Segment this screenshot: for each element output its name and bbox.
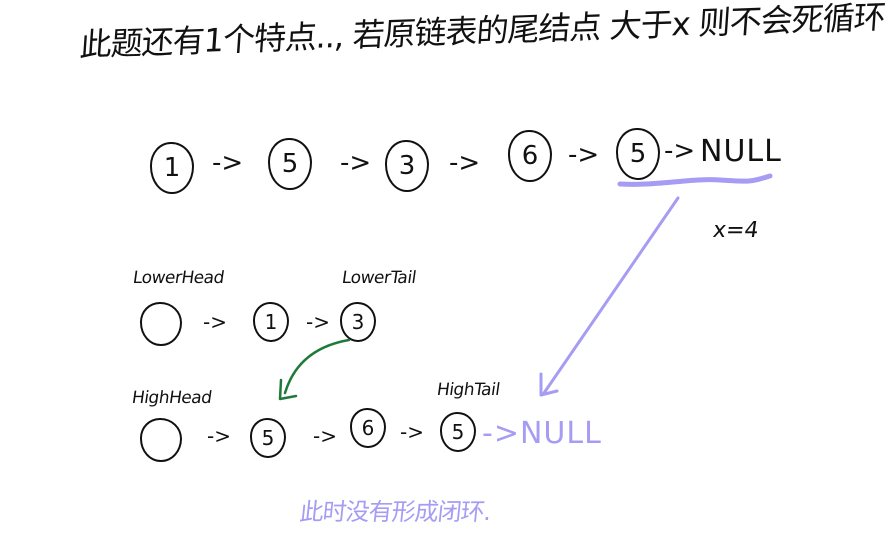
node-value: 6 — [521, 141, 539, 171]
node-value: 6 — [361, 416, 375, 440]
lower-tail-label: LowerTail — [340, 268, 418, 288]
conclusion-note: 此时没有形成闭环. — [298, 498, 492, 526]
node-value: 1 — [163, 153, 181, 183]
arrow-icon: -> — [306, 310, 330, 334]
list-node-5-tail: 5 — [616, 128, 660, 180]
arrow-icon: -> — [449, 148, 481, 178]
node-value: 1 — [264, 310, 278, 334]
high-tail-label: HighTail — [435, 380, 501, 400]
high-tail-node-5: 5 — [440, 412, 476, 452]
list-node-3: 3 — [385, 140, 429, 192]
node-value: 5 — [629, 139, 647, 169]
purple-arrow-icon — [542, 196, 680, 395]
arrow-icon: -> — [203, 310, 227, 334]
arrow-icon: -> — [568, 140, 600, 170]
arrow-icon: -> — [400, 420, 424, 444]
arrow-icon: -> — [313, 424, 337, 448]
arrow-icon: -> — [664, 136, 696, 166]
list-node-2: 5 — [268, 138, 312, 190]
node-value: 5 — [451, 420, 465, 444]
lower-head-dummy-node — [140, 302, 182, 346]
high-head-label: HighHead — [130, 388, 213, 408]
arrow-icon: -> — [212, 148, 244, 178]
null-label: NULL — [700, 134, 782, 169]
high-node-6: 6 — [350, 408, 386, 448]
node-value: 5 — [281, 149, 299, 179]
x-value-annotation: x=4 — [711, 218, 761, 243]
title-text: 此题还有1个特点.., 若原链表的尾结点 大于x 则不会死循环 — [78, 0, 887, 65]
list-node-4: 6 — [508, 130, 552, 182]
high-head-dummy-node — [140, 418, 182, 462]
lower-node-1: 1 — [253, 302, 289, 342]
arrow-icon: -> — [340, 148, 372, 178]
high-null-label: ->NULL — [482, 416, 602, 451]
green-arrow-icon — [283, 338, 351, 395]
node-value: 3 — [398, 151, 416, 181]
node-value: 5 — [261, 426, 275, 450]
list-node-1: 1 — [150, 142, 194, 194]
arrow-icon: -> — [207, 424, 231, 448]
node-value: 3 — [351, 310, 365, 334]
high-node-5: 5 — [250, 418, 286, 458]
lower-tail-node-3: 3 — [340, 302, 376, 342]
lower-head-label: LowerHead — [131, 268, 226, 288]
